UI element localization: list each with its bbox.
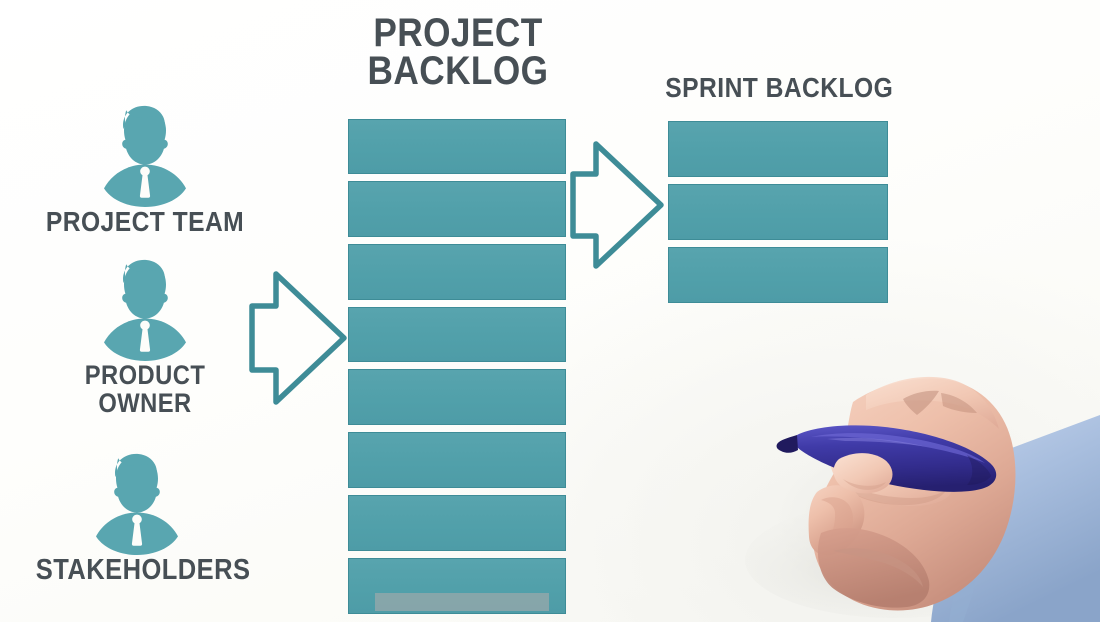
project-backlog-item[interactable] xyxy=(348,558,566,614)
person-icon xyxy=(96,453,178,555)
project-backlog-title-line1: PROJECT xyxy=(373,11,543,55)
person-icon xyxy=(104,259,186,361)
project-backlog-item[interactable] xyxy=(348,181,566,237)
project-backlog-item[interactable] xyxy=(348,495,566,551)
actor-stakeholders: STAKEHOLDERS xyxy=(22,452,252,586)
actor-project-team: PROJECT TEAM xyxy=(30,104,260,237)
arrow-actors-to-project-backlog xyxy=(244,268,350,408)
project-backlog-item[interactable] xyxy=(348,307,566,362)
project-backlog-title: PROJECT BACKLOG xyxy=(361,11,555,93)
project-backlog-item[interactable] xyxy=(348,244,566,300)
sprint-backlog-item[interactable] xyxy=(668,184,888,240)
actor-label-product-owner-line2: OWNER xyxy=(98,387,192,418)
sprint-backlog-title: SPRINT BACKLOG xyxy=(665,72,894,103)
project-backlog-item[interactable] xyxy=(348,432,566,488)
hand-holding-marker-illustration xyxy=(735,355,1100,622)
actor-product-owner: PRODUCT OWNER xyxy=(30,258,260,417)
blue-marker xyxy=(776,425,997,492)
actor-label-project-team: PROJECT TEAM xyxy=(45,206,245,237)
sprint-backlog-item[interactable] xyxy=(668,121,888,177)
project-backlog-item[interactable] xyxy=(348,369,566,425)
person-icon xyxy=(104,105,186,207)
project-backlog-title-line2: BACKLOG xyxy=(367,49,549,93)
project-backlog-item[interactable] xyxy=(348,119,566,174)
actor-label-product-owner-line1: PRODUCT xyxy=(84,360,206,390)
sprint-backlog-item[interactable] xyxy=(668,247,888,303)
arrow-project-to-sprint-backlog xyxy=(566,138,666,272)
actor-label-stakeholders: STAKEHOLDERS xyxy=(35,554,251,586)
